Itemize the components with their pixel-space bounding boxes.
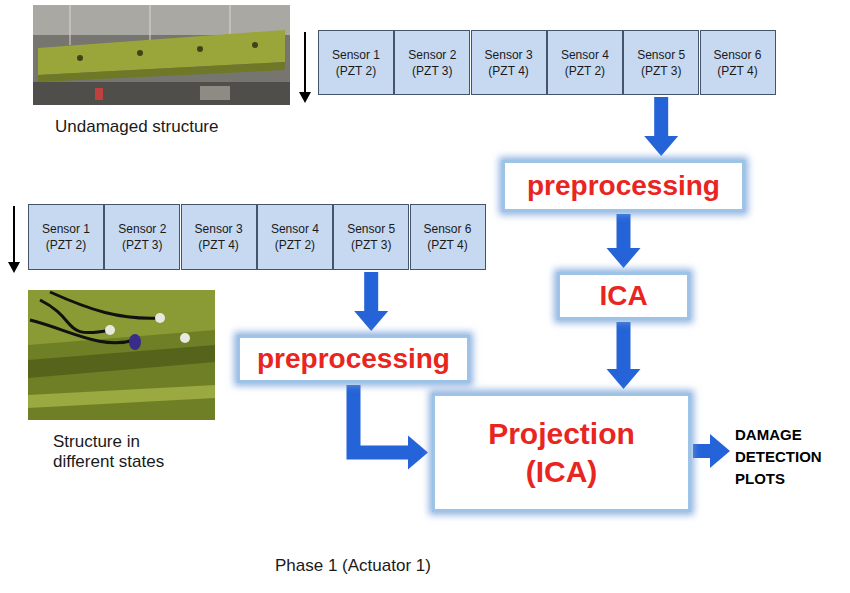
arrow-head xyxy=(644,136,678,156)
flow-arrow xyxy=(354,272,388,331)
sensor-box: Sensor 6(PZT 4) xyxy=(700,30,776,95)
sensor-label: (PZT 3) xyxy=(641,63,681,79)
sensor-label: (PZT 4) xyxy=(717,63,757,79)
sensor-box: Sensor 3(PZT 4) xyxy=(471,30,547,95)
sensor-box: Sensor 5(PZT 3) xyxy=(623,30,699,95)
caption-label: Phase 1 (Actuator 1) xyxy=(275,556,495,576)
arrow-head xyxy=(408,436,428,470)
sensor-label: Sensor 6 xyxy=(713,47,761,63)
sensor-label: Sensor 1 xyxy=(332,47,380,63)
process-box: preprocessing xyxy=(237,335,470,383)
sensor-box: Sensor 3(PZT 4) xyxy=(181,204,257,270)
arrow-shaft xyxy=(654,97,668,138)
sensor-box: Sensor 5(PZT 3) xyxy=(333,204,409,270)
sensor-label: Sensor 5 xyxy=(347,221,395,237)
caption-label: Undamaged structure xyxy=(55,117,255,137)
sensor-label: Sensor 3 xyxy=(195,221,243,237)
sensor-label: (PZT 2) xyxy=(275,237,315,253)
sensor-label: (PZT 2) xyxy=(565,63,605,79)
process-box: ICA xyxy=(557,272,690,320)
sensor-label: (PZT 3) xyxy=(122,237,162,253)
flow-arrow xyxy=(607,322,641,389)
sensor-box: Sensor 6(PZT 4) xyxy=(410,204,486,270)
process-box: preprocessing xyxy=(502,160,745,212)
arrow-shaft xyxy=(617,322,631,371)
sensor-box: Sensor 2(PZT 3) xyxy=(394,30,470,95)
process-box: Projection (ICA) xyxy=(432,393,691,512)
arrow-head xyxy=(354,311,388,331)
sensor-box: Sensor 1(PZT 2) xyxy=(318,30,394,95)
output-arrow xyxy=(693,434,730,468)
arrow-shaft xyxy=(617,214,631,250)
flow-arrow xyxy=(607,214,641,268)
sensor-box: Sensor 2(PZT 3) xyxy=(104,204,180,270)
damaged-photo xyxy=(28,290,215,420)
process-label: preprocessing xyxy=(257,342,450,376)
sensor-box: Sensor 4(PZT 2) xyxy=(547,30,623,95)
process-label: ICA xyxy=(599,279,647,313)
sensor-label: (PZT 2) xyxy=(46,237,86,253)
undamaged-photo xyxy=(33,5,290,105)
sensor-label: (PZT 4) xyxy=(198,237,238,253)
sensor-label: Sensor 2 xyxy=(118,221,166,237)
sensor-label: Sensor 3 xyxy=(485,47,533,63)
caption-label: DAMAGE DETECTION PLOTS xyxy=(735,424,835,490)
flow-arrow xyxy=(354,385,429,470)
sensor-label: (PZT 3) xyxy=(412,63,452,79)
process-label: preprocessing xyxy=(527,169,720,203)
process-label: Projection (ICA) xyxy=(467,415,657,491)
arrow-shaft xyxy=(364,272,378,313)
sensor-label: Sensor 5 xyxy=(637,47,685,63)
sensor-label: (PZT 4) xyxy=(488,63,528,79)
sensor-label: (PZT 2) xyxy=(336,63,376,79)
caption-label: Structure in different states xyxy=(53,432,203,472)
sensor-box: Sensor 4(PZT 2) xyxy=(257,204,333,270)
arrow-head xyxy=(607,248,641,268)
sensor-label: Sensor 4 xyxy=(271,221,319,237)
sensor-label: (PZT 3) xyxy=(351,237,391,253)
sensor-label: Sensor 4 xyxy=(561,47,609,63)
sensor-label: Sensor 1 xyxy=(42,221,90,237)
sensor-box: Sensor 1(PZT 2) xyxy=(28,204,104,270)
sensor-label: Sensor 6 xyxy=(423,221,471,237)
flow-arrow xyxy=(644,97,678,156)
sensor-label: (PZT 4) xyxy=(427,237,467,253)
arrow-head xyxy=(607,369,641,389)
sensor-label: Sensor 2 xyxy=(408,47,456,63)
arrow-shaft xyxy=(354,385,411,453)
